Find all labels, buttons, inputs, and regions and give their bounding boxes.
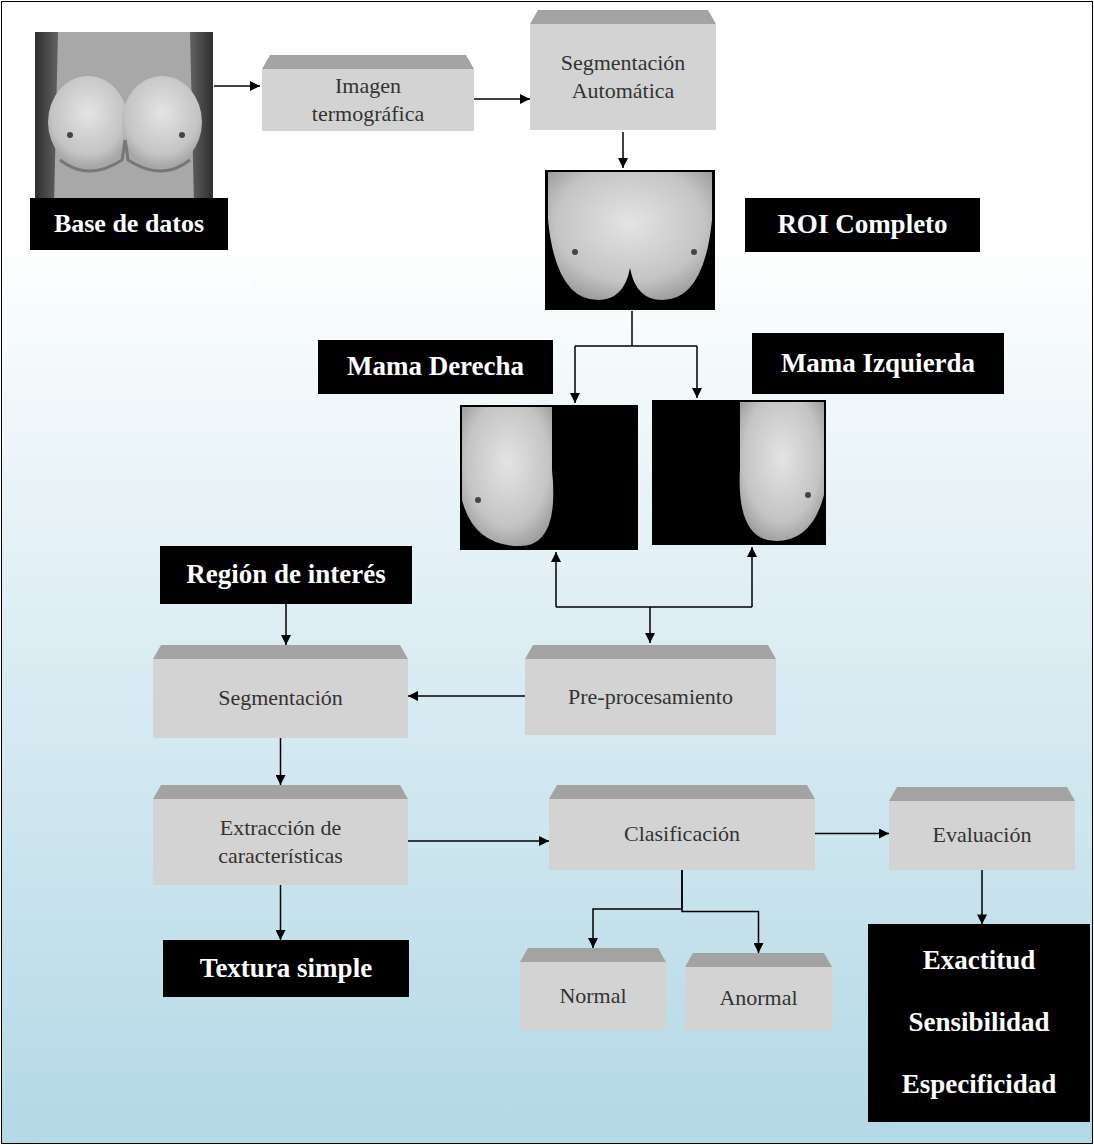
image-arrow (574, 346, 576, 403)
box-bevel (153, 785, 408, 799)
flow-arrow (815, 833, 889, 835)
box-face (153, 799, 408, 885)
box-face (153, 659, 408, 738)
node-text: Mama Derecha (347, 350, 524, 384)
flow-arrow (285, 604, 287, 645)
box-face (549, 799, 815, 870)
box-bevel (520, 948, 666, 962)
merge-line (556, 606, 752, 608)
node-text: Evaluación (933, 821, 1032, 849)
node-text: Extracción de características (165, 814, 396, 869)
split-line (575, 345, 697, 347)
process-box: Segmentación Automática (530, 10, 716, 130)
flow-arrow (280, 885, 282, 940)
label-box: Textura simple (163, 940, 409, 997)
label-box: ROI Completo (745, 198, 980, 252)
node-text: Clasificación (624, 820, 740, 848)
process-box: Anormal (685, 953, 832, 1030)
node-text: Textura simple (200, 952, 372, 986)
node-text: Sensibilidad (908, 1006, 1049, 1040)
image-arrow (751, 547, 753, 607)
node-text: Imagen termográfica (298, 72, 438, 127)
node-text: Pre-procesamiento (568, 683, 733, 711)
node-text: Normal (559, 982, 626, 1010)
node-text: Región de interés (186, 558, 385, 592)
image-arrow (696, 346, 698, 398)
node-text: Anormal (719, 984, 797, 1012)
label-box: Base de datos (30, 198, 228, 250)
left-breast-image (652, 400, 826, 545)
node-text: Segmentación (218, 684, 343, 712)
box-face (262, 69, 474, 131)
box-bevel (685, 953, 832, 967)
flow-arrow (408, 840, 549, 842)
thermal-image (35, 32, 213, 205)
flow-arrow (593, 870, 682, 948)
image-arrow (214, 85, 260, 87)
flow-arrow (474, 98, 530, 100)
process-box: Pre-procesamiento (525, 645, 776, 735)
label-box: Mama Izquierda (752, 333, 1004, 394)
roi-image (545, 170, 715, 310)
box-face (525, 659, 776, 735)
box-bevel (153, 645, 408, 659)
process-box: Extracción de características (153, 785, 408, 885)
flow-arrow (408, 695, 525, 697)
node-text: Base de datos (54, 208, 204, 241)
process-box: Evaluación (889, 787, 1075, 870)
label-box: ExactitudSensibilidadEspecificidad (868, 924, 1090, 1121)
box-bevel (889, 787, 1075, 801)
node-text: Mama Izquierda (781, 347, 975, 381)
process-box: Clasificación (549, 785, 815, 870)
image-arrow (649, 607, 651, 643)
box-bevel (525, 645, 776, 659)
split-line (631, 311, 633, 346)
image-arrow (622, 132, 624, 168)
node-text: Segmentación Automática (542, 49, 704, 104)
process-box: Segmentación (153, 645, 408, 738)
box-face (520, 962, 666, 1030)
box-bevel (549, 785, 815, 799)
flow-arrow (981, 870, 983, 924)
label-box: Región de interés (160, 546, 412, 604)
right-breast-image (460, 405, 638, 550)
box-bevel (262, 55, 474, 69)
process-box: Imagen termográfica (262, 55, 474, 131)
node-text: Exactitud (923, 944, 1036, 978)
box-bevel (530, 10, 716, 24)
process-box: Normal (520, 948, 666, 1030)
flow-arrow (280, 738, 282, 785)
box-face (530, 24, 716, 130)
node-text: ROI Completo (777, 208, 947, 242)
node-text: Especificidad (902, 1068, 1057, 1102)
box-face (889, 801, 1075, 870)
flow-arrow (682, 870, 759, 953)
box-face (685, 967, 832, 1030)
image-arrow (555, 552, 557, 607)
label-box: Mama Derecha (318, 340, 553, 394)
